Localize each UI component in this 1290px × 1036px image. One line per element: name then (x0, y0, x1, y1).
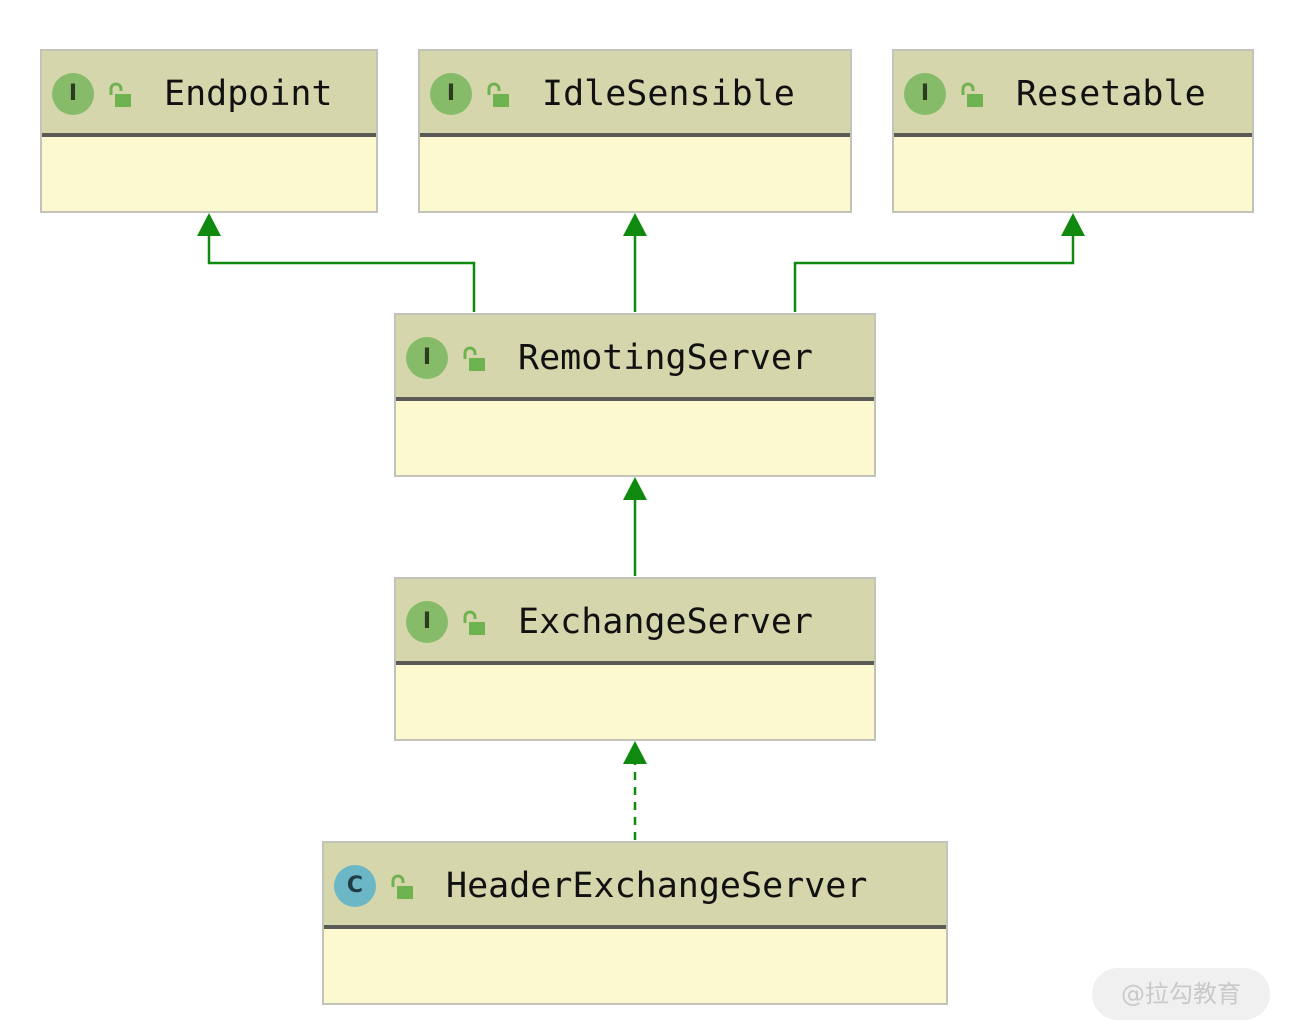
interface-badge-icon: I (904, 73, 946, 115)
node-resetable[interactable]: I Resetable (892, 49, 1254, 213)
edge-exchangeserver-remotingserver (623, 477, 647, 576)
edge-remotingserver-resetable (793, 213, 1085, 312)
node-idlesensible[interactable]: I IdleSensible (418, 49, 852, 213)
interface-badge-icon: I (406, 601, 448, 643)
node-name: RemotingServer (518, 338, 814, 378)
node-name: HeaderExchangeServer (446, 866, 868, 906)
node-remotingserver[interactable]: I RemotingServer (394, 313, 876, 477)
node-header: I ExchangeServer (396, 579, 874, 665)
edge-headerexchangeserver-exchangeserver (623, 741, 647, 840)
edge-remotingserver-endpoint (197, 213, 476, 312)
node-headerexchangeserver[interactable]: C HeaderExchangeServer (322, 841, 948, 1005)
watermark: @拉勾教育 (1092, 968, 1270, 1020)
interface-badge-icon: I (52, 73, 94, 115)
unlocked-padlock-icon (463, 610, 485, 635)
node-endpoint[interactable]: I Endpoint (40, 49, 378, 213)
unlocked-padlock-icon (463, 346, 485, 371)
unlocked-padlock-icon (487, 82, 509, 107)
class-badge-icon: C (334, 865, 376, 907)
interface-badge-icon: I (430, 73, 472, 115)
interface-badge-icon: I (406, 337, 448, 379)
node-header: I Resetable (894, 51, 1252, 137)
unlocked-padlock-icon (109, 82, 131, 107)
node-name: Resetable (1016, 74, 1206, 114)
unlocked-padlock-icon (391, 874, 413, 899)
node-exchangeserver[interactable]: I ExchangeServer (394, 577, 876, 741)
edge-remotingserver-idlesensible (623, 213, 647, 312)
node-name: ExchangeServer (518, 602, 814, 642)
node-header: I IdleSensible (420, 51, 850, 137)
node-name: Endpoint (164, 74, 333, 114)
node-header: C HeaderExchangeServer (324, 843, 946, 929)
node-header: I RemotingServer (396, 315, 874, 401)
node-name: IdleSensible (542, 74, 795, 114)
unlocked-padlock-icon (961, 82, 983, 107)
node-header: I Endpoint (42, 51, 376, 137)
